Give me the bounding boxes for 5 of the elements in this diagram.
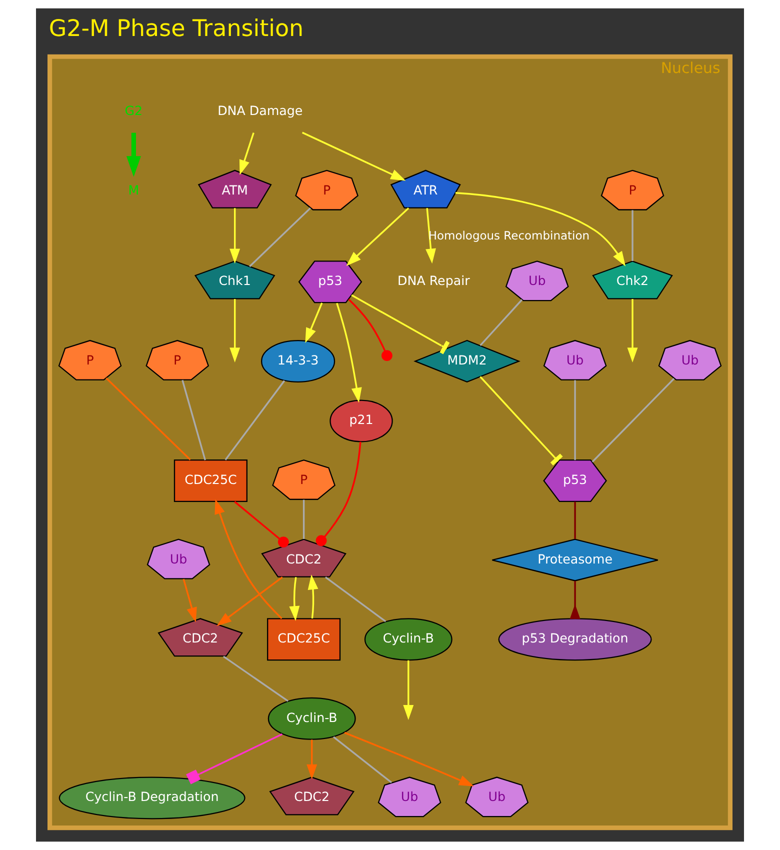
node-text: G2 — [124, 103, 143, 118]
node-text: DNA Repair — [398, 273, 470, 288]
node-text: DNA Damage — [218, 103, 303, 118]
node-text: M — [128, 182, 140, 198]
diagram-title: G2-M Phase Transition — [48, 16, 304, 42]
